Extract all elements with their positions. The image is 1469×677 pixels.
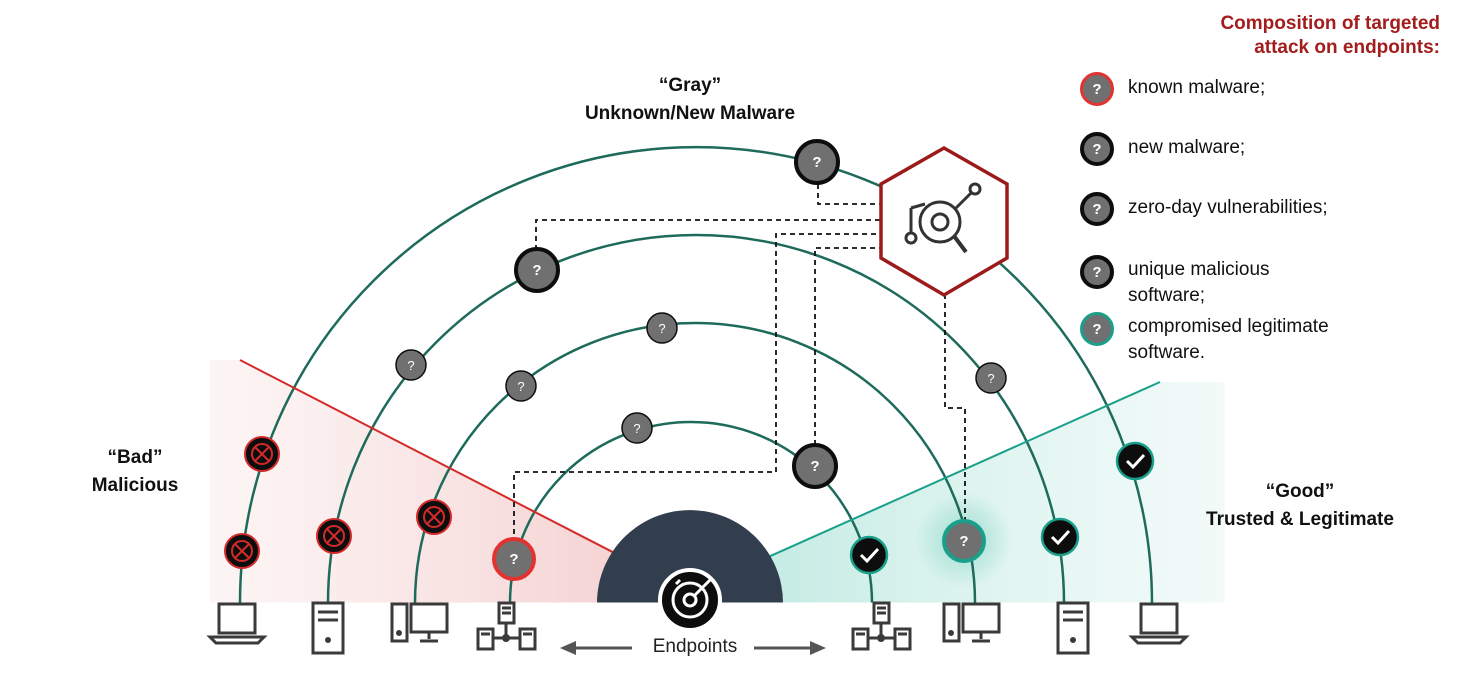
gray-zone-label: “Gray” Unknown/New Malware	[545, 72, 835, 128]
check-badge	[1115, 441, 1155, 481]
new-malware-legend-icon: ?	[1080, 132, 1114, 166]
unknown-badge-mark: ?	[810, 458, 819, 475]
legend-title-line1: Composition of targeted	[1220, 13, 1440, 34]
unknown-badges: ??????????	[395, 139, 1007, 581]
unknown-badge: ?	[646, 312, 678, 344]
endpoint-icons	[206, 601, 1190, 655]
unknown-badge: ?	[975, 362, 1007, 394]
legend-title: Composition of targeted attack on endpoi…	[1080, 12, 1460, 60]
server-icon	[1056, 601, 1090, 655]
trusted-badges	[849, 441, 1155, 575]
known-malware-badge	[416, 499, 452, 535]
arc-2	[413, 321, 977, 604]
legend-item-label: zero-day vulnerabilities;	[1128, 197, 1328, 218]
unknown-badge: ?	[794, 139, 840, 185]
unknown-badge: ?	[395, 349, 427, 381]
threat-analysis-icon	[879, 145, 1009, 298]
unknown-badge: ?	[621, 412, 653, 444]
gray-title: Unknown/New Malware	[584, 103, 796, 124]
zero-day-legend-icon: ?	[1080, 192, 1114, 226]
server-icon	[311, 601, 345, 655]
legend-item-label: compromised legitimate software.	[1128, 314, 1329, 366]
known-malware-badge	[244, 436, 280, 472]
unknown-badge: ?	[492, 537, 536, 581]
legend-item-label-line2: software;	[1128, 285, 1206, 306]
legend-item-label: new malware;	[1128, 137, 1246, 158]
bad-title: Malicious	[91, 475, 179, 496]
bad-zone-label: “Bad” Malicious	[60, 444, 210, 500]
desktop-icon	[390, 602, 449, 643]
legend-item-zero-day: ? zero-day vulnerabilities;	[1080, 192, 1328, 226]
endpoint-dome	[597, 510, 783, 603]
unknown-badge: ?	[514, 247, 560, 293]
compromised-legitimate-legend-icon: ?	[1080, 312, 1114, 346]
unknown-badge-mark: ?	[812, 154, 821, 171]
unknown-badge: ?	[792, 443, 838, 489]
endpoints-arrows	[560, 641, 826, 655]
bad-quote: “Bad”	[107, 447, 163, 468]
good-zone-label: “Good” Trusted & Legitimate	[1185, 478, 1415, 534]
unique-malicious-legend-icon: ?	[1080, 255, 1114, 289]
legend-item-label-line1: compromised legitimate	[1128, 316, 1329, 337]
legend-item-label: known malware;	[1128, 77, 1266, 98]
good-title: Trusted & Legitimate	[1206, 509, 1394, 530]
network-icon	[851, 601, 912, 651]
laptop-icon	[1128, 602, 1190, 645]
unknown-badge-mark: ?	[407, 358, 414, 373]
laptop-icon	[206, 602, 268, 645]
unknown-badge-mark: ?	[509, 551, 518, 568]
dashed-connectors	[513, 184, 966, 552]
unknown-badge-mark: ?	[959, 533, 968, 550]
unknown-badge-mark: ?	[532, 262, 541, 279]
good-quote: “Good”	[1265, 481, 1335, 502]
arc-4	[238, 145, 1154, 604]
legend-item-label: unique malicious software;	[1128, 257, 1270, 309]
known-malware-legend-icon: ?	[1080, 72, 1114, 106]
gray-quote: “Gray”	[658, 75, 722, 96]
unknown-badge-mark: ?	[987, 371, 994, 386]
legend-item-known-malware: ? known malware;	[1080, 72, 1265, 106]
unknown-badge-mark: ?	[658, 321, 665, 336]
legend-item-label-line1: unique malicious	[1128, 259, 1270, 280]
target-icon	[658, 568, 722, 632]
desktop-icon	[942, 602, 1001, 643]
legend-item-label-line2: software.	[1128, 342, 1206, 363]
endpoints-label: Endpoints	[652, 636, 738, 657]
network-icon	[476, 601, 537, 651]
legend-item-unique-malicious: ? unique malicious software;	[1080, 255, 1270, 309]
unknown-badge-mark: ?	[633, 421, 640, 436]
known-malware-badges	[224, 436, 452, 569]
legend-item-compromised-legitimate: ? compromised legitimate software.	[1080, 312, 1329, 366]
known-malware-badge	[316, 518, 352, 554]
check-badge	[849, 535, 889, 575]
unknown-badge-mark: ?	[517, 379, 524, 394]
unknown-badge: ?	[505, 370, 537, 402]
legend-item-new-malware: ? new malware;	[1080, 132, 1245, 166]
unknown-badge: ?	[942, 519, 986, 563]
legend: Composition of targeted attack on endpoi…	[1080, 12, 1460, 363]
check-badge	[1040, 517, 1080, 557]
legend-title-line2: attack on endpoints:	[1254, 37, 1440, 58]
known-malware-badge	[224, 533, 260, 569]
